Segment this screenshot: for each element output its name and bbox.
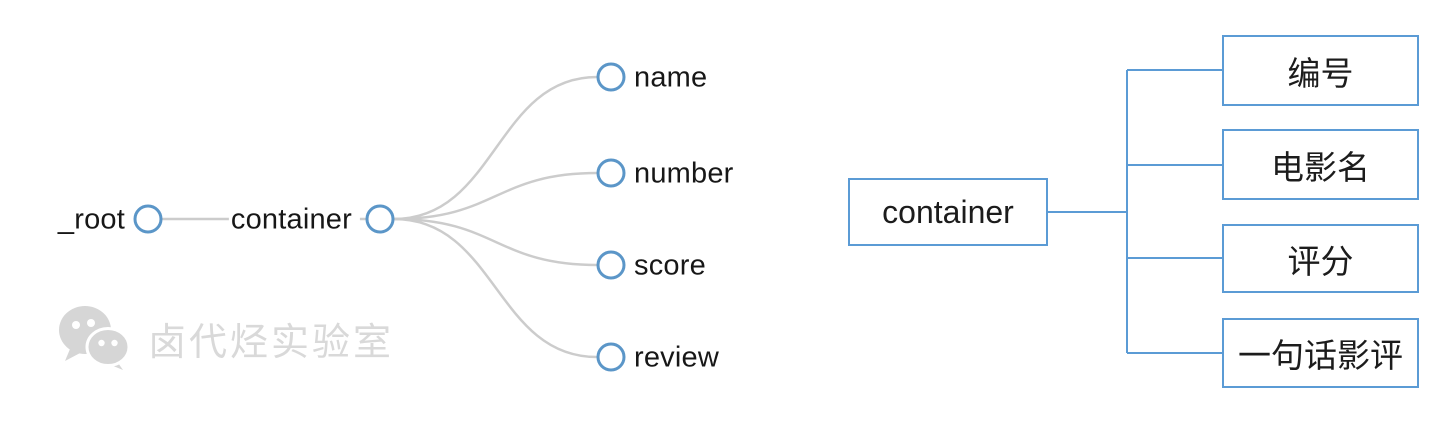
wechat-icon bbox=[59, 306, 130, 370]
tree-node-circle-container[interactable] bbox=[365, 204, 395, 234]
tree-node-label-container: container bbox=[228, 201, 360, 239]
tree-node-circle-name[interactable] bbox=[596, 62, 626, 92]
watermark: 卤代烃实验室 bbox=[58, 303, 394, 373]
tree-node-label-review: review bbox=[634, 341, 719, 374]
tree-link-container-score bbox=[393, 217, 598, 267]
flow-box-container-label: container bbox=[882, 193, 1014, 230]
flow-connectors bbox=[1048, 69, 1222, 354]
tree-node-circles bbox=[133, 62, 626, 372]
tree-node-label-number: number bbox=[634, 157, 734, 190]
flow-box-container: container bbox=[848, 178, 1048, 246]
tree-node-circle-root[interactable] bbox=[133, 204, 163, 234]
tree-node-label-root: _root bbox=[57, 203, 125, 236]
flow-box-movie-name-label: 电影名 bbox=[1271, 148, 1370, 186]
flow-box-number-id: 编号 bbox=[1222, 35, 1419, 106]
flow-box-one-line-review: 一句话影评 bbox=[1222, 318, 1419, 388]
tree-link-container-name bbox=[393, 75, 598, 221]
watermark-text: 卤代烃实验室 bbox=[148, 321, 395, 364]
flow-box-one-line-review-label: 一句话影评 bbox=[1238, 337, 1403, 374]
flow-box-number-id-label: 编号 bbox=[1287, 54, 1354, 92]
flow-box-score-label: 评分 bbox=[1287, 242, 1354, 280]
flow-box-movie-name: 电影名 bbox=[1222, 129, 1419, 200]
tree-link-container-number bbox=[393, 171, 598, 221]
tree-node-circle-review[interactable] bbox=[596, 342, 626, 372]
tree-node-circle-number[interactable] bbox=[596, 158, 626, 188]
flow-box-score: 评分 bbox=[1222, 224, 1419, 293]
tree-node-label-score: score bbox=[634, 249, 706, 282]
tree-link-container-review bbox=[393, 217, 598, 359]
tree-node-circle-score[interactable] bbox=[596, 250, 626, 280]
tree-node-label-name: name bbox=[634, 61, 708, 94]
